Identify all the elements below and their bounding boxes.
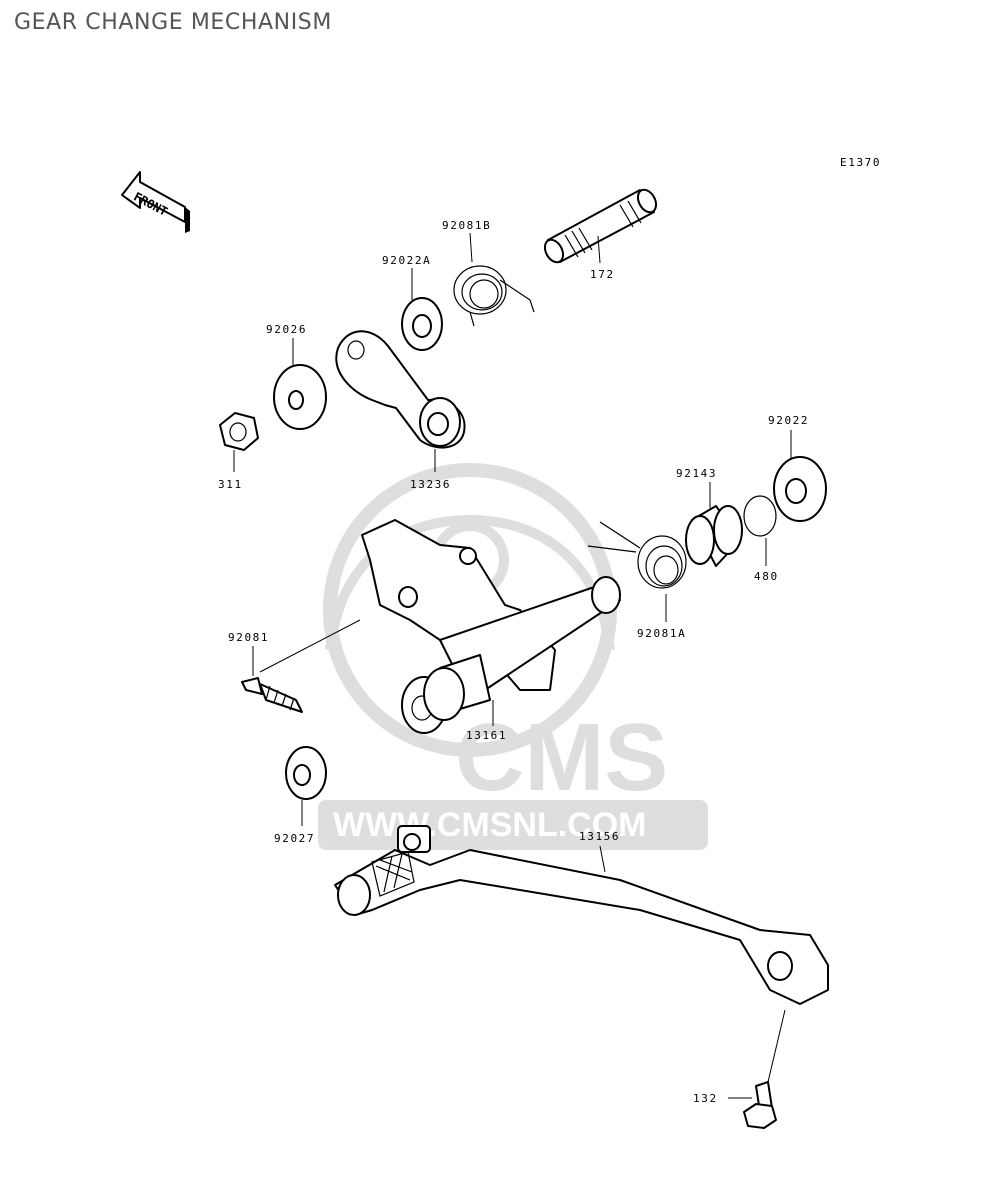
callout-132: 132 [693,1092,718,1105]
callout-92081b: 92081B [442,219,491,232]
shift-arm-13236 [335,330,466,449]
spring-92081b [453,265,535,327]
callout-92022a: 92022A [382,254,431,267]
callout-92143: 92143 [676,467,717,480]
collar-92143 [685,505,743,567]
callout-92081a: 92081A [637,627,686,640]
shift-pedal-13156 [334,825,829,1005]
callout-13161: 13161 [466,729,507,742]
shift-shaft-13161 [361,519,621,734]
cms-watermark: CMS WWW.CMSNL.COM [318,463,708,850]
shift-shaft-pin [543,188,658,264]
spring-92081a [587,521,687,589]
callout-172: 172 [590,268,615,281]
watermark-brand: CMS [455,704,668,811]
diagram-code: E1370 [840,156,881,169]
callout-92022: 92022 [768,414,809,427]
washer-92027 [285,746,327,800]
callout-92081: 92081 [228,631,269,644]
page-title: GEAR CHANGE MECHANISM [14,10,332,35]
callout-480: 480 [754,570,779,583]
detent-spring-92081 [241,677,303,713]
callout-92026: 92026 [266,323,307,336]
washer-92022 [773,456,827,522]
callout-311: 311 [218,478,243,491]
callout-13156: 13156 [579,830,620,843]
callout-13236: 13236 [410,478,451,491]
bolt-132 [743,1081,777,1129]
front-arrow: FRONT [121,171,190,233]
nut-311 [219,412,259,451]
circlip-480 [743,495,777,537]
watermark-url: WWW.CMSNL.COM [333,806,647,844]
callout-92027: 92027 [274,832,315,845]
washer-92026 [273,364,327,430]
washer-92022a [401,297,443,351]
